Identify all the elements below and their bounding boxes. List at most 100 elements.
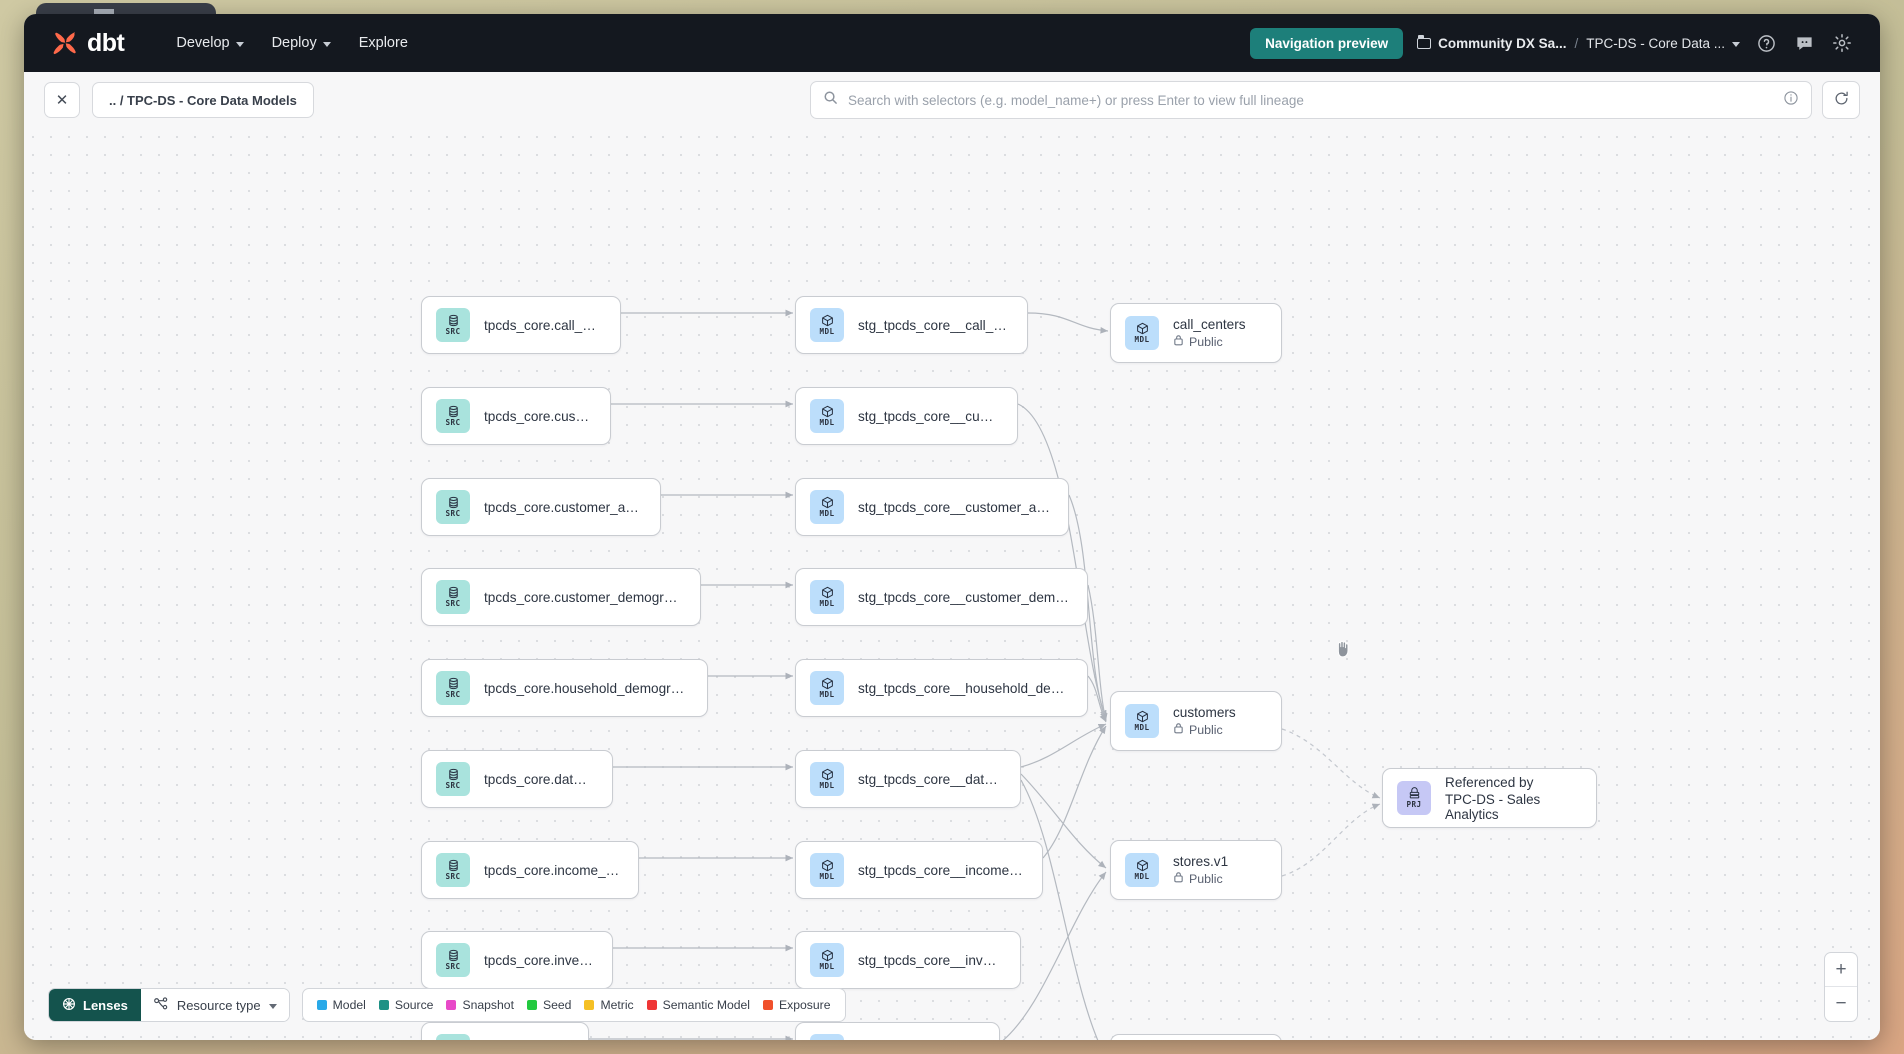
src-resource-icon: SRC xyxy=(436,490,470,524)
nav-item-deploy[interactable]: Deploy xyxy=(258,29,345,57)
lineage-node-title: tpcds_core.customer xyxy=(484,408,592,424)
search-input[interactable] xyxy=(848,92,1773,108)
search-box[interactable] xyxy=(810,81,1812,119)
lineage-node-mdl-date-dim[interactable]: MDL stg_tpcds_core__date_dim xyxy=(795,750,1021,808)
lineage-node-title: stg_tpcds_core__inventory xyxy=(858,952,1002,968)
lineage-node-labels: stg_tpcds_core__household_demogr… xyxy=(858,681,1069,696)
lineage-graph: SRCtpcds_core.call_centerSRCtpcds_core.c… xyxy=(24,128,1880,1040)
resource-type-label: Resource type xyxy=(176,997,261,1013)
dbt-x-logo-icon xyxy=(52,30,78,56)
lineage-node-labels: tpcds_core.income_band xyxy=(484,863,620,878)
lineage-canvas[interactable]: SRCtpcds_core.call_centerSRCtpcds_core.c… xyxy=(24,128,1880,1040)
lineage-node-mdl-inventory[interactable]: MDL stg_tpcds_core__inventory xyxy=(795,931,1021,989)
legend-item-exposure: Exposure xyxy=(763,998,831,1012)
lineage-breadcrumb-button[interactable]: .. / TPC-DS - Core Data Models xyxy=(92,82,314,118)
refresh-button[interactable] xyxy=(1822,81,1860,119)
breadcrumb-environment-label: TPC-DS - Core Data ... xyxy=(1586,35,1725,51)
zoom-out-button[interactable]: − xyxy=(1835,993,1847,1014)
mdl-resource-icon: MDL xyxy=(810,399,844,433)
navigation-preview-button[interactable]: Navigation preview xyxy=(1250,27,1404,59)
legend-label: Exposure xyxy=(779,998,831,1012)
legend-item-seed: Seed xyxy=(526,998,571,1012)
src-resource-icon: SRC xyxy=(436,671,470,705)
breadcrumb-environment[interactable]: TPC-DS - Core Data ... xyxy=(1586,36,1740,51)
resource-type-dropdown[interactable]: Resource type xyxy=(140,989,289,1021)
feedback-icon[interactable] xyxy=(1792,31,1816,55)
legend-label: Metric xyxy=(600,998,634,1012)
lineage-node-title: stg_tpcds_core__date_dim xyxy=(858,771,1002,787)
top-navigation-right: Navigation preview Community DX Sa... / … xyxy=(1250,27,1860,59)
search-area xyxy=(810,81,1860,119)
src-resource-icon: SRC xyxy=(436,762,470,796)
src-resource-icon: SRC xyxy=(436,308,470,342)
brand-logo[interactable]: dbt xyxy=(52,29,125,58)
zoom-controls: + − xyxy=(1824,952,1858,1022)
legend-swatch xyxy=(446,1000,457,1010)
lineage-node-labels: tpcds_core.customer xyxy=(484,409,592,424)
lineage-node-labels: tpcds_core.customer_address xyxy=(484,500,642,515)
legend-swatch xyxy=(378,1000,389,1010)
lineage-node-title: tpcds_core.income_band xyxy=(484,862,620,878)
lineage-node-title: tpcds_core.inventory xyxy=(484,952,594,968)
nav-item-explore[interactable]: Explore xyxy=(345,29,422,57)
legend-item-metric: Metric xyxy=(584,998,634,1012)
lenses-button[interactable]: Lenses xyxy=(49,989,141,1021)
lineage-node-title: stg_tpcds_core__household_demogr… xyxy=(858,680,1069,696)
lineage-node-labels: stg_tpcds_core__inventory xyxy=(858,953,1002,968)
nav-item-develop-label: Develop xyxy=(176,35,230,51)
legend-swatch xyxy=(526,1000,537,1010)
mdl-resource-icon: MDL xyxy=(810,943,844,977)
nav-item-develop[interactable]: Develop xyxy=(162,29,257,57)
legend-swatch xyxy=(316,1000,327,1010)
lineage-node-labels: tpcds_core.customer_demographics xyxy=(484,590,682,605)
src-resource-icon: SRC xyxy=(436,1034,470,1040)
lens-control-group: Lenses Resource type xyxy=(48,988,290,1022)
info-icon[interactable] xyxy=(1783,90,1799,111)
lineage-node-mdl-hh-demo[interactable]: MDL stg_tpcds_core__household_demogr… xyxy=(795,659,1088,717)
breadcrumb-project[interactable]: Community DX Sa... xyxy=(1417,34,1566,51)
legend-item-snapshot: Snapshot xyxy=(446,998,514,1012)
gear-icon[interactable] xyxy=(1830,31,1854,55)
legend-swatch xyxy=(763,1000,774,1010)
lineage-node-title: Referenced by xyxy=(1445,774,1534,790)
app-window: dbt Develop Deploy Explore Navigation pr… xyxy=(24,14,1880,1040)
access-label: Public xyxy=(1189,334,1223,349)
zoom-in-button[interactable]: + xyxy=(1825,953,1857,987)
chevron-down-icon xyxy=(1732,41,1740,47)
mdl-resource-icon: MDL xyxy=(810,762,844,796)
nav-item-explore-label: Explore xyxy=(358,35,408,51)
close-button[interactable]: ✕ xyxy=(44,82,80,118)
lineage-node-labels: stg_tpcds_core__customer_demogra… xyxy=(858,590,1069,605)
mdl-resource-icon: MDL xyxy=(1125,704,1159,738)
mdl-resource-icon: MDL xyxy=(810,671,844,705)
lineage-node-mdl-cust-demo[interactable]: MDLstg_tpcds_core__customer_demogra… xyxy=(795,568,1088,626)
mdl-resource-icon: MDL xyxy=(810,1034,844,1040)
lineage-node-title: stg_tpcds_core__call_center xyxy=(858,317,1009,333)
lineage-node-src-cust-addr[interactable]: SRC tpcds_core.customer_address xyxy=(421,478,661,536)
help-circle-icon[interactable] xyxy=(1754,31,1778,55)
lenses-label: Lenses xyxy=(83,997,128,1013)
lineage-node-labels: stg_tpcds_core__customer_address xyxy=(858,500,1050,515)
